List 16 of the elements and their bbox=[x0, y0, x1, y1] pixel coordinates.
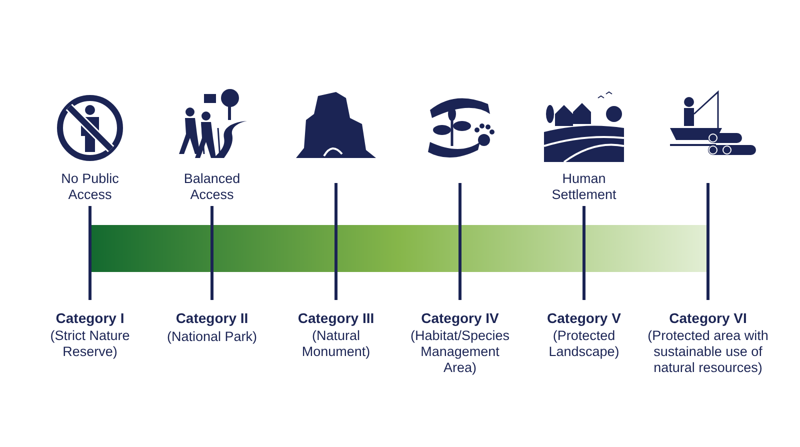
category-description: (Habitat/Species Management Area) bbox=[409, 328, 511, 376]
gradient-scale-bar bbox=[90, 225, 708, 272]
category-heading: Category IV bbox=[421, 310, 499, 327]
category-heading: Category I bbox=[56, 310, 124, 327]
category-description: (Strict Nature Reserve) bbox=[49, 328, 131, 360]
category-heading: Category II bbox=[176, 310, 248, 327]
category-description: (National Park) bbox=[166, 329, 258, 345]
category-heading: Category V bbox=[547, 310, 621, 327]
access-label: Human Settlement bbox=[550, 171, 618, 203]
category-description: (Protected area with sustainable use of natural resources) bbox=[646, 328, 770, 376]
category-description: (Natural Monument) bbox=[300, 328, 372, 360]
category-heading: Category III bbox=[298, 310, 374, 327]
category-heading: Category VI bbox=[669, 310, 747, 327]
access-label: No Public Access bbox=[60, 171, 120, 203]
access-label: Balanced Access bbox=[182, 171, 242, 203]
category-description: (Protected Landscape) bbox=[548, 328, 620, 360]
